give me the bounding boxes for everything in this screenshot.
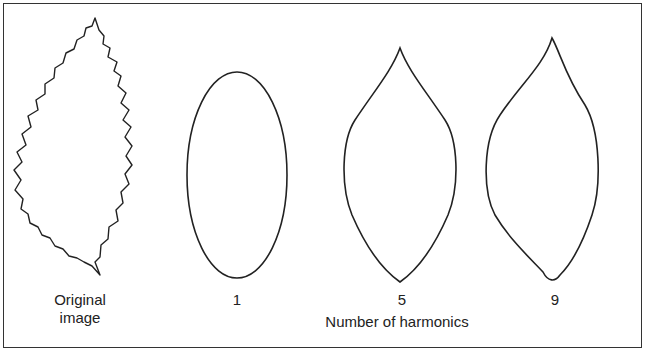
harmonic-9-outline: [486, 38, 598, 280]
image-caption: Original image: [44, 291, 116, 327]
harmonic-5-outline: [344, 48, 456, 282]
harmonic-count: 9: [535, 291, 575, 309]
original-leaf-outline: [14, 18, 132, 275]
harmonic-count: 5: [382, 291, 422, 309]
axis-caption: Number of harmonics: [277, 313, 517, 331]
frame-border: [4, 4, 642, 348]
harmonic-1-outline: [187, 72, 287, 278]
harmonic-count: 1: [217, 291, 257, 309]
